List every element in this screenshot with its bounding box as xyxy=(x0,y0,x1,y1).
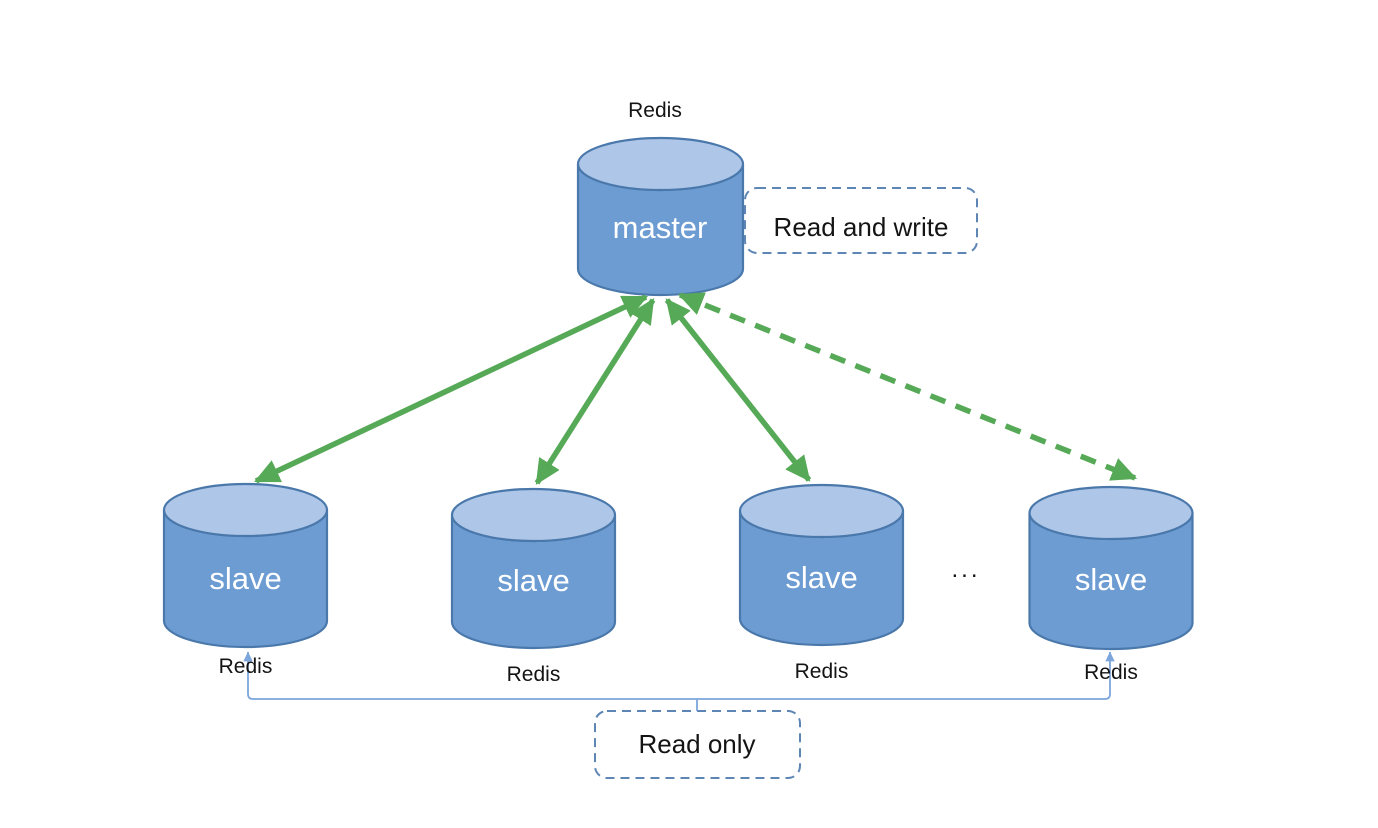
slave-node-1: slave xyxy=(162,482,329,649)
read-write-label: Read and write xyxy=(774,212,949,242)
slave1-label: slave xyxy=(209,561,281,596)
slave2-cylinder-top xyxy=(450,487,617,543)
ellipsis-label: ... xyxy=(951,556,980,583)
slave4-caption: Redis xyxy=(1084,661,1138,684)
replication-link-slave3 xyxy=(664,298,812,482)
read-only-label: Read only xyxy=(638,729,755,759)
slave4-label: slave xyxy=(1075,562,1147,597)
slave3-cylinder-top xyxy=(738,483,905,539)
slave2-caption: Redis xyxy=(507,663,561,686)
slave3-label: slave xyxy=(785,560,857,595)
replication-link-slave2 xyxy=(534,298,656,485)
replication-link-slave4-dashed xyxy=(677,292,1138,481)
master-cylinder-top xyxy=(576,136,745,192)
read-only-annotation: Read only xyxy=(594,710,801,779)
slave4-cylinder-top xyxy=(1028,485,1194,541)
read-write-annotation: Read and write xyxy=(744,187,978,254)
slave-node-3: slave xyxy=(738,483,905,647)
master-label: master xyxy=(613,210,708,245)
slave-node-2: slave xyxy=(450,487,617,650)
master-caption: Redis xyxy=(628,99,682,122)
read-only-connector-line xyxy=(243,651,1115,700)
slave2-label: slave xyxy=(497,563,569,598)
slave1-caption: Redis xyxy=(219,655,273,678)
master-node: master xyxy=(576,136,745,297)
slave3-caption: Redis xyxy=(795,660,849,683)
read-write-box xyxy=(744,187,978,254)
slave1-cylinder-top xyxy=(162,482,329,538)
replication-links xyxy=(254,292,1138,485)
replication-link-slave1 xyxy=(254,294,648,484)
slave-node-4: slave xyxy=(1028,485,1194,651)
